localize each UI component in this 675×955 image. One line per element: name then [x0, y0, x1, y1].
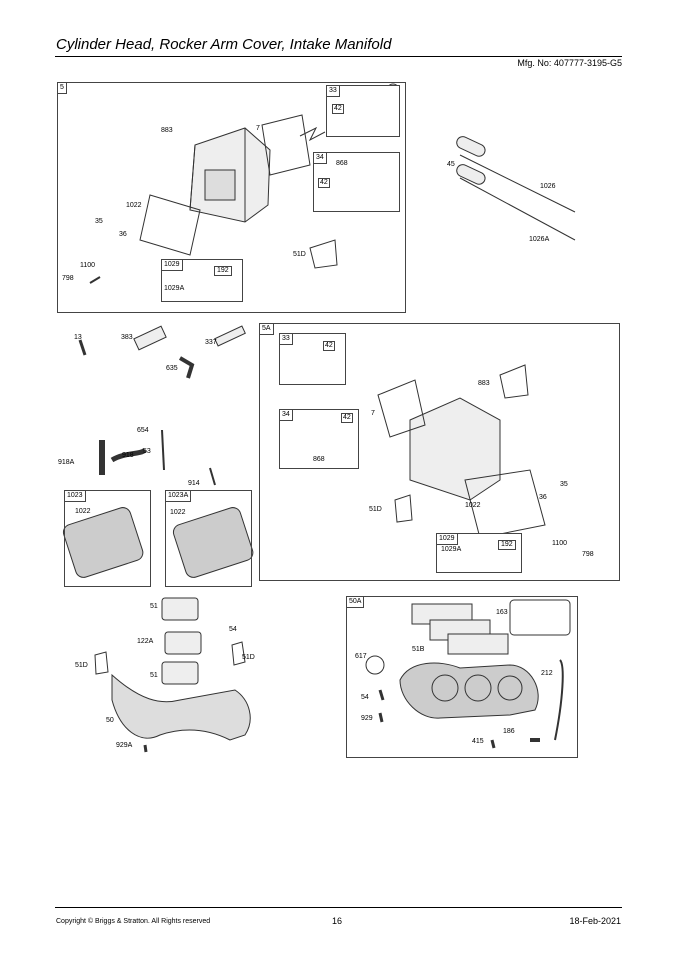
callout-35: 35	[95, 218, 103, 225]
group-5a-sub-1029: 1029	[436, 533, 522, 573]
callout-51b: 51B	[412, 646, 425, 653]
callout-918a: 918A	[58, 459, 75, 466]
callout-212: 212	[541, 670, 553, 677]
callout-42-b: 42	[318, 178, 330, 188]
callout-192: 192	[214, 266, 232, 276]
callout-918: 918	[122, 452, 134, 459]
callout-1100-b: 1100	[552, 540, 568, 547]
callout-883: 883	[161, 127, 173, 134]
callout-7-b: 7	[371, 410, 375, 417]
callout-929: 929	[361, 715, 373, 722]
callout-13: 13	[74, 334, 82, 341]
sub-33b-tag: 33	[280, 334, 293, 345]
footer-rule	[55, 907, 622, 908]
callout-798: 798	[62, 275, 74, 282]
callout-383: 383	[121, 334, 133, 341]
callout-54-b: 54	[361, 694, 369, 701]
sub-1029b-tag: 1029	[437, 534, 458, 545]
callout-186: 186	[503, 728, 515, 735]
group-5a-tag: 5A	[260, 324, 274, 335]
group-50a-box: 50A	[346, 596, 578, 758]
group-1023a-tag: 1023A	[166, 491, 192, 502]
callout-635: 635	[166, 365, 178, 372]
callout-50: 50	[106, 717, 114, 724]
callout-36-b: 36	[539, 494, 547, 501]
group-5-tag: 5	[58, 83, 67, 94]
group-5-box: 5	[57, 82, 406, 313]
callout-42-d: 42	[341, 413, 353, 423]
callout-337: 337	[205, 339, 217, 346]
sub-1029-tag: 1029	[162, 260, 183, 271]
group-5a-box: 5A	[259, 323, 620, 581]
callout-415: 415	[472, 738, 484, 745]
callout-868-b: 868	[313, 456, 325, 463]
callout-122a: 122A	[137, 638, 154, 645]
callout-192-b: 192	[498, 540, 516, 550]
callout-45: 45	[447, 161, 455, 168]
callout-1026: 1026	[540, 183, 556, 190]
group-5-sub-34: 34	[313, 152, 400, 212]
callout-51d-d: 51D	[242, 654, 255, 661]
callout-654: 654	[137, 427, 149, 434]
group-1023a-box: 1023A	[165, 490, 252, 587]
callout-7: 7	[256, 125, 260, 132]
copyright-text: Copyright © Briggs & Stratton. All Right…	[56, 918, 211, 925]
callout-1026a: 1026A	[529, 236, 550, 243]
footer-date: 18-Feb-2021	[569, 916, 621, 926]
group-5-sub-33: 33	[326, 85, 400, 137]
header-rule	[55, 56, 622, 57]
callout-51d-c: 51D	[75, 662, 88, 669]
sub-33-tag: 33	[327, 86, 340, 97]
page-number: 16	[332, 916, 343, 926]
callout-1022: 1022	[126, 202, 142, 209]
callout-42-c: 42	[323, 341, 335, 351]
callout-53: 53	[143, 448, 151, 455]
group-1023-box: 1023	[64, 490, 151, 587]
callout-929a: 929A	[116, 742, 133, 749]
group-5a-sub-34: 34	[279, 409, 359, 469]
callout-883-b: 883	[478, 380, 490, 387]
callout-1029a: 1029A	[164, 285, 185, 292]
manufacturer-number: Mfg. No: 407777-3195-G5	[517, 58, 622, 68]
sub-34b-tag: 34	[280, 410, 293, 421]
callout-51: 51	[150, 603, 158, 610]
callout-51d: 51D	[293, 251, 306, 258]
callout-1100: 1100	[80, 262, 96, 269]
callout-868: 868	[336, 160, 348, 167]
callout-1022-b: 1022	[75, 508, 91, 515]
callout-35-b: 35	[560, 481, 568, 488]
group-1023-tag: 1023	[65, 491, 86, 502]
callout-914: 914	[188, 480, 200, 487]
callout-54: 54	[229, 626, 237, 633]
callout-798-b: 798	[582, 551, 594, 558]
group-5a-sub-33: 33	[279, 333, 346, 385]
callout-51-b: 51	[150, 672, 158, 679]
callout-42: 42	[332, 104, 344, 114]
callout-36: 36	[119, 231, 127, 238]
group-50a-tag: 50A	[347, 597, 365, 608]
callout-163: 163	[496, 609, 508, 616]
page-title: Cylinder Head, Rocker Arm Cover, Intake …	[56, 36, 392, 53]
sub-34-tag: 34	[314, 153, 327, 164]
callout-1022-c: 1022	[170, 509, 186, 516]
callout-617: 617	[355, 653, 367, 660]
callout-51d-b: 51D	[369, 506, 382, 513]
callout-1029a-b: 1029A	[441, 546, 462, 553]
callout-1022-d: 1022	[465, 502, 481, 509]
